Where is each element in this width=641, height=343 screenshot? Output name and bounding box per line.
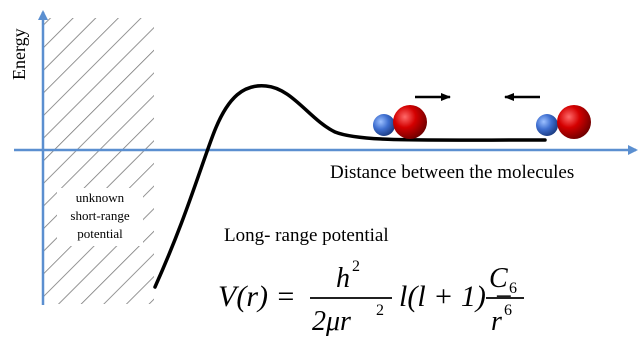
formula-term2-numerator-subscript: 6 xyxy=(509,280,517,297)
short-range-label-line-1: unknown xyxy=(76,190,125,205)
right-molecule-large-atom xyxy=(557,105,591,139)
short-range-label-line-2: short-range xyxy=(70,208,129,223)
formula-lhs: V(r) = xyxy=(218,280,296,313)
formula-term2-numerator: C xyxy=(489,263,508,294)
formula-term2-denominator-exponent: 6 xyxy=(504,302,512,319)
left-molecule-small-atom xyxy=(373,114,395,136)
left-molecule-large-atom xyxy=(393,105,427,139)
energy-axis-label: Energy xyxy=(9,28,29,80)
left-molecule xyxy=(373,105,427,139)
distance-axis-label: Distance between the molecules xyxy=(330,162,574,183)
short-range-label-background xyxy=(57,188,143,246)
formula-middle: l(l + 1) − xyxy=(399,280,514,313)
formula-term1-numerator-exponent: 2 xyxy=(352,258,360,275)
right-molecule xyxy=(536,105,591,139)
formula-term2-denominator: r xyxy=(491,306,502,337)
potential-energy-curve xyxy=(153,84,547,289)
formula-term1-numerator: h xyxy=(336,263,350,294)
formula-term1-denominator-exponent: 2 xyxy=(376,302,384,319)
short-range-hatched-region xyxy=(43,18,154,304)
formula-term1-denominator: 2μr xyxy=(312,306,351,337)
long-range-formula: V(r) = h 2 2μr 2 l(l + 1) − C 6 r 6 xyxy=(218,258,524,337)
short-range-label-line-3: potential xyxy=(77,226,123,241)
long-range-title: Long- range potential xyxy=(224,225,389,246)
right-molecule-small-atom xyxy=(536,114,558,136)
